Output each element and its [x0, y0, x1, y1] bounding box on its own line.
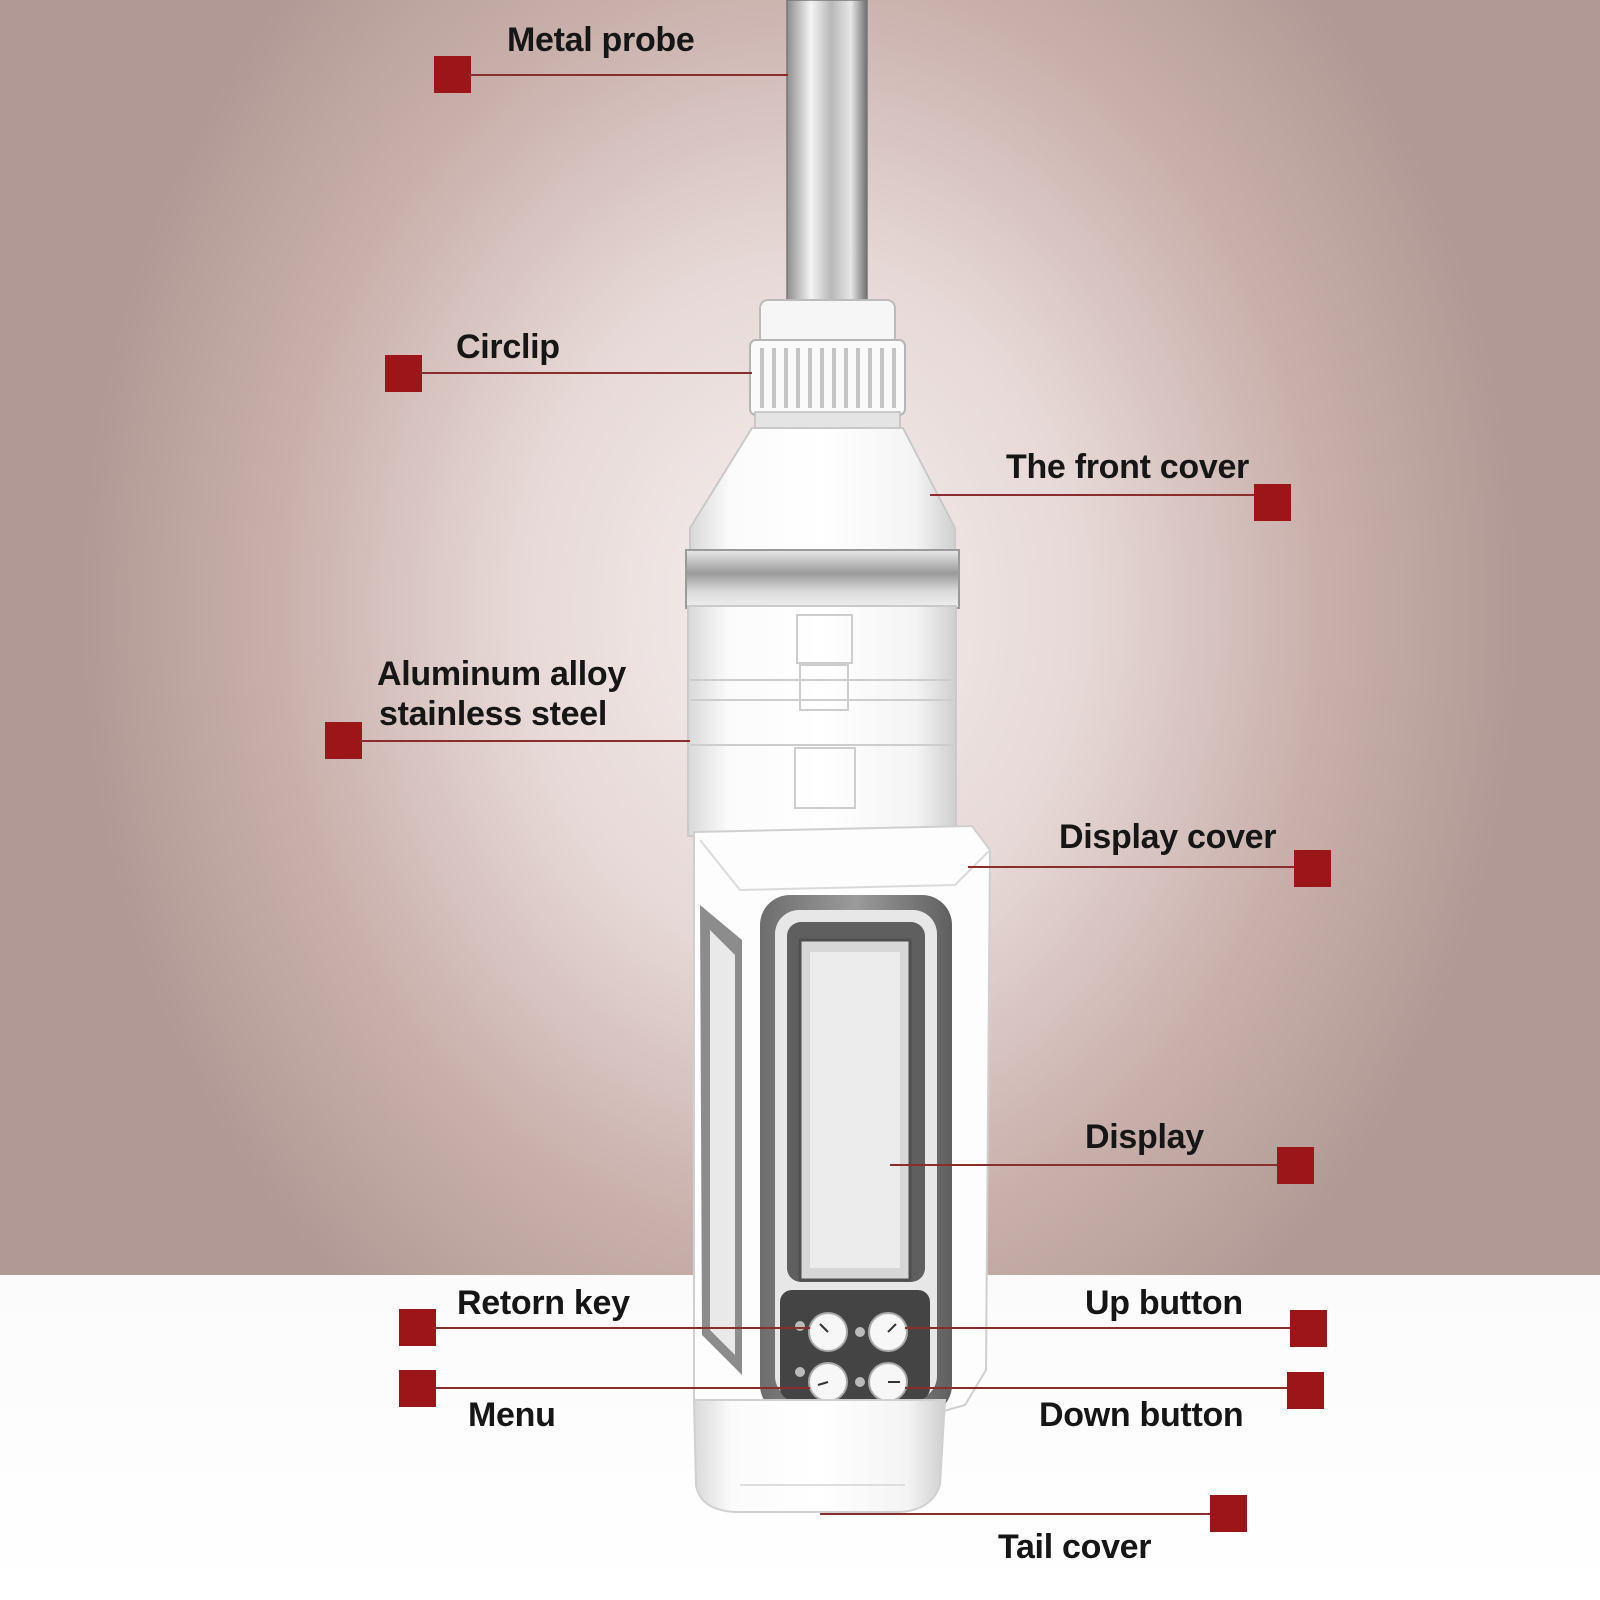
tail-cover-shape: [692, 1399, 947, 1513]
leader-down-button: [905, 1387, 1287, 1389]
label-tail-cover: Tail cover: [998, 1528, 1152, 1566]
marker-up-button: [1290, 1310, 1327, 1347]
leader-menu: [435, 1387, 810, 1389]
leader-alloy: [360, 740, 690, 742]
marker-display-cover: [1294, 850, 1331, 887]
marker-tail-cover: [1210, 1495, 1247, 1532]
label-circlip: Circlip: [456, 328, 560, 366]
marker-display: [1277, 1147, 1314, 1184]
probe-rod-icon: [786, 0, 868, 321]
label-up-button: Up button: [1085, 1284, 1243, 1322]
label-alloy-line1: Aluminum alloy: [377, 655, 626, 693]
label-menu: Menu: [468, 1396, 556, 1434]
circlip-ring-icon: [749, 299, 906, 429]
leader-tail-cover: [820, 1513, 1210, 1515]
leader-return-key: [435, 1327, 810, 1329]
marker-alloy: [325, 722, 362, 759]
lcd-display-icon: [760, 895, 952, 1415]
label-down-button: Down button: [1039, 1396, 1244, 1434]
marker-return-key: [399, 1309, 436, 1346]
marker-circlip: [385, 355, 422, 392]
leader-metal-probe: [468, 74, 788, 76]
label-alloy-line2: stainless steel: [379, 695, 607, 733]
label-front-cover: The front cover: [1006, 448, 1249, 486]
leader-display-cover: [968, 866, 1294, 868]
label-display-cover: Display cover: [1059, 818, 1277, 856]
leader-display: [890, 1164, 1277, 1166]
leader-up-button: [905, 1327, 1290, 1329]
label-return-key: Retorn key: [457, 1284, 630, 1322]
marker-metal-probe: [434, 56, 471, 93]
leader-circlip: [420, 372, 752, 374]
round-button-icon: [795, 1312, 908, 1402]
marker-front-cover: [1254, 484, 1291, 521]
label-display: Display: [1085, 1118, 1204, 1156]
leader-front-cover: [930, 494, 1254, 496]
marker-down-button: [1287, 1372, 1324, 1409]
label-metal-probe: Metal probe: [507, 21, 695, 59]
marker-menu: [399, 1370, 436, 1407]
side-frame: [700, 905, 742, 1375]
